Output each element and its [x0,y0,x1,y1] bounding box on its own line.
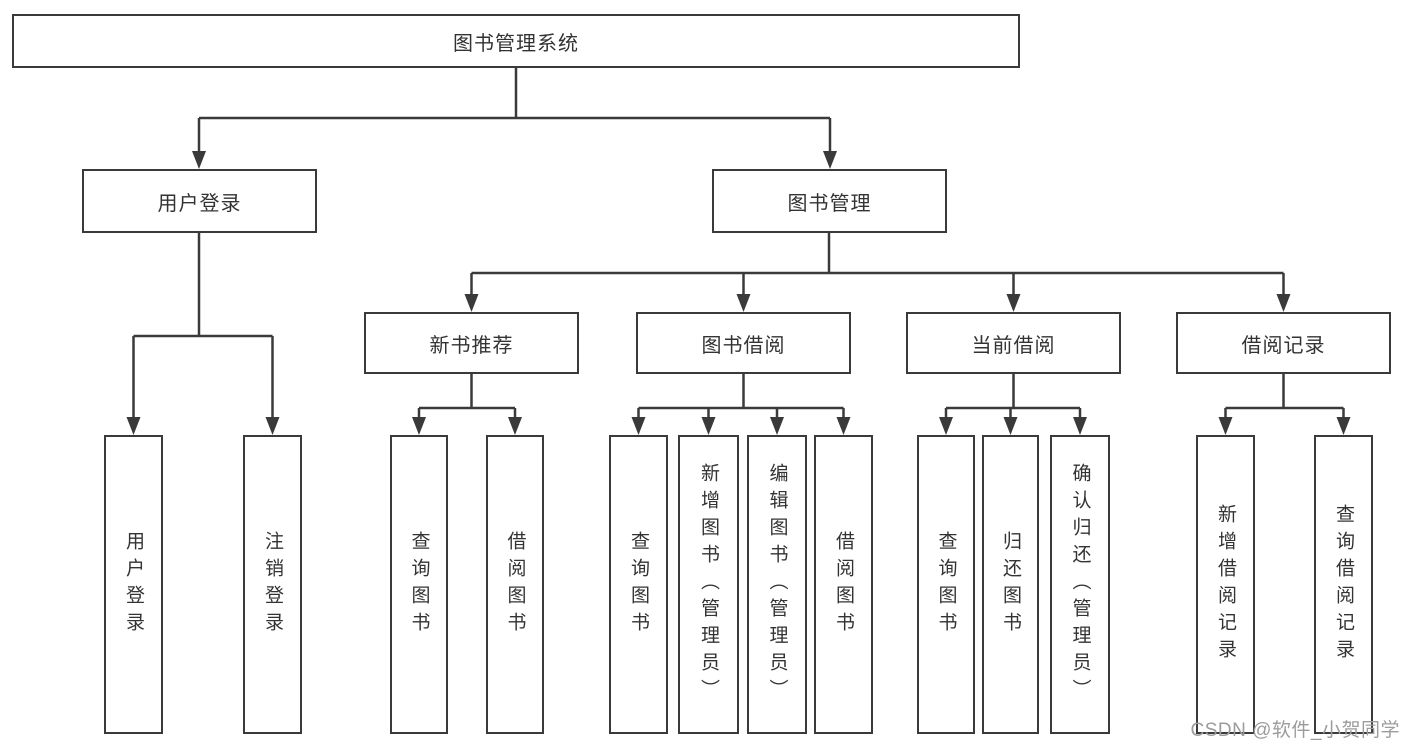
node-module-borrow-records-label: 借阅记录 [1241,334,1326,357]
arrowheads-borrow-records-leaves [1218,417,1351,435]
node-branch-user-login-label: 用户登录 [157,192,242,215]
connector-current-borrow-to-leaves [944,374,1082,419]
node-leaf-add-borrow-record-label: 新增借阅记录 [1215,503,1236,666]
node-leaf-add-books-admin-label: 新增图书（管理员） [698,463,719,706]
connector-root-to-branches [197,68,832,153]
node-leaf-logout-label: 注销登录 [262,530,283,639]
arrowheads-root-to-branches [192,151,837,169]
node-leaf-query-books-recommend-label: 查询图书 [408,530,430,639]
arrowheads-current-borrow-leaves [939,417,1087,435]
node-branch-book-management-label: 图书管理 [787,192,872,215]
node-module-book-borrow-label: 图书借阅 [701,334,786,357]
node-leaf-edit-books-admin: 编辑图书（管理员） [747,435,807,734]
node-module-new-book-recommend: 新书推荐 [364,312,579,374]
connector-new-book-to-leaves [417,374,517,419]
node-leaf-query-books-borrow-label: 查询图书 [628,530,649,639]
node-module-current-borrow: 当前借阅 [906,312,1121,374]
node-leaf-confirm-return-admin-label: 确认归还（管理员） [1069,463,1091,706]
connector-user-login-to-leaves [132,233,274,419]
node-module-current-borrow-label: 当前借阅 [971,334,1056,357]
arrowheads-new-book-leaves [412,417,522,435]
arrowheads-modules [464,294,1291,312]
connector-borrow-records-to-leaves [1224,374,1345,419]
node-leaf-query-borrow-record: 查询借阅记录 [1314,435,1373,734]
node-leaf-return-books: 归还图书 [982,435,1039,734]
node-root-library-system: 图书管理系统 [12,14,1020,68]
arrowheads-user-login-leaves [126,417,280,435]
node-leaf-borrow-books-recommend: 借阅图书 [486,435,544,734]
connector-book-mgmt-to-modules [470,233,1285,296]
node-leaf-borrow-books-label: 借阅图书 [833,530,854,639]
node-branch-user-login: 用户登录 [82,169,317,233]
node-root-label: 图书管理系统 [453,32,579,55]
node-leaf-user-login: 用户登录 [104,435,163,734]
node-module-borrow-records: 借阅记录 [1176,312,1391,374]
node-leaf-query-books-recommend: 查询图书 [390,435,448,734]
node-leaf-user-login-label: 用户登录 [123,530,144,639]
csdn-watermark: CSDN @软件_小贺同学 [1190,720,1400,741]
node-leaf-borrow-books: 借阅图书 [814,435,873,734]
node-leaf-edit-books-admin-label: 编辑图书（管理员） [766,463,788,706]
node-leaf-query-books-borrow: 查询图书 [609,435,668,734]
node-leaf-borrow-books-recommend-label: 借阅图书 [504,530,526,639]
node-module-book-borrow: 图书借阅 [636,312,851,374]
node-leaf-add-books-admin: 新增图书（管理员） [678,435,739,734]
node-leaf-add-borrow-record: 新增借阅记录 [1196,435,1255,734]
connector-book-borrow-to-leaves [637,374,845,419]
arrowheads-book-borrow-leaves [631,417,851,435]
node-module-new-book-recommend-label: 新书推荐 [429,334,514,357]
node-branch-book-management: 图书管理 [712,169,947,233]
node-leaf-query-borrow-record-label: 查询借阅记录 [1333,503,1354,666]
node-leaf-return-books-label: 归还图书 [1000,530,1021,639]
node-leaf-query-books-current: 查询图书 [917,435,975,734]
node-leaf-logout: 注销登录 [243,435,302,734]
node-leaf-query-books-current-label: 查询图书 [935,530,957,639]
node-leaf-confirm-return-admin: 确认归还（管理员） [1050,435,1110,734]
